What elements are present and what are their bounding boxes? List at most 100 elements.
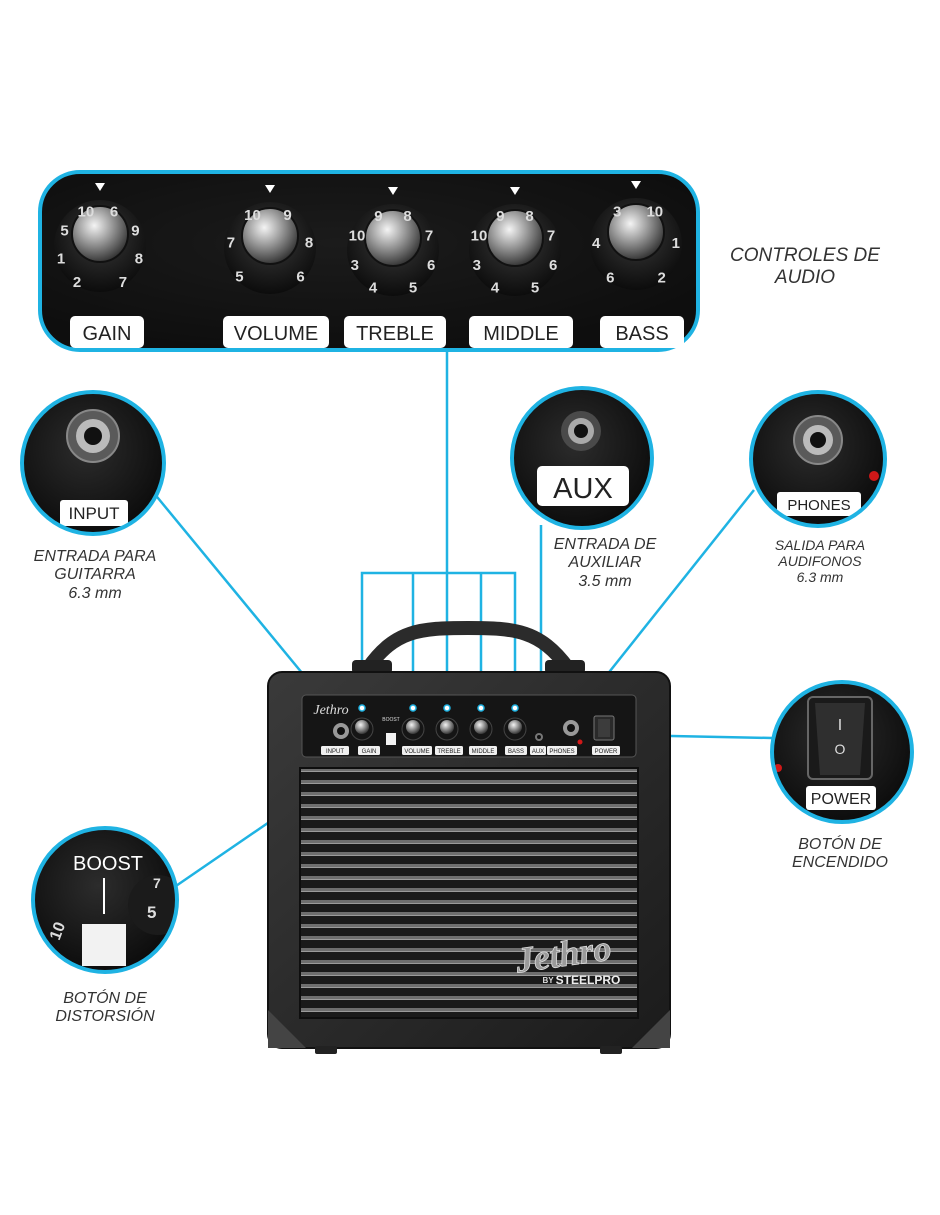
knob-number: 1 (672, 235, 680, 252)
knob-number: 9 (374, 208, 382, 225)
amp-boost-switch (386, 733, 396, 745)
amp-panel-brand: Jethro (313, 703, 348, 718)
amp-handle (361, 620, 575, 675)
panel-label-bass: BASS (600, 316, 684, 348)
knob-number: 8 (135, 250, 143, 267)
knob-number: 4 (592, 235, 601, 252)
svg-text:TREBLE: TREBLE (437, 749, 460, 755)
phones-callout: PHONES (749, 390, 887, 528)
knob-gain: 21 5 10 69 87 (54, 183, 146, 292)
power-label: POWER (811, 791, 871, 808)
power-callout: I O POWER (770, 680, 914, 824)
svg-text:7: 7 (153, 875, 161, 891)
svg-text:TREBLE: TREBLE (356, 323, 434, 345)
svg-text:GAIN: GAIN (83, 323, 132, 345)
knob-number: 2 (658, 270, 666, 287)
knob-number: 6 (296, 269, 304, 286)
svg-text:GAIN: GAIN (362, 749, 377, 755)
knob-number: 9 (283, 207, 291, 224)
knob-number: 6 (549, 257, 557, 274)
knob-number: 5 (409, 280, 417, 297)
knob-volume: 57 10 986 (224, 185, 316, 294)
knob-number: 10 (646, 204, 663, 221)
svg-text:VOLUME: VOLUME (234, 323, 318, 345)
boost-callout: BOOST 5 7 10 (31, 826, 179, 974)
panel-label-gain: GAIN (70, 316, 144, 348)
svg-text:O: O (835, 741, 846, 757)
amp-label-volume: VOLUME (402, 746, 432, 755)
amp-label-middle: MIDDLE (469, 746, 497, 755)
knob-number: 7 (425, 228, 433, 245)
caption-headphones-out: SALIDA PARA AUDIFONOS 6.3 mm (774, 537, 866, 586)
caption-aux-input: ENTRADA DE AUXILIAR 3.5 mm (553, 536, 657, 590)
knob-bass: 6 43 10 1 2 (590, 181, 682, 290)
svg-text:MIDDLE: MIDDLE (472, 749, 495, 755)
knob-number: 3 (473, 257, 481, 274)
amp-knob (435, 704, 459, 741)
knob-number: 7 (547, 228, 555, 245)
aux-callout: AUX (510, 386, 654, 530)
knob-number: 9 (131, 222, 139, 239)
connector-bracket (360, 571, 517, 708)
panel-label-treble: TREBLE (344, 316, 446, 348)
knob-number: 5 (235, 269, 243, 286)
boost-switch (82, 924, 126, 966)
knob-number: 1 (57, 250, 65, 267)
knob-number: 6 (606, 270, 614, 287)
svg-text:10: 10 (47, 920, 69, 943)
amp-grille (300, 768, 638, 1018)
amp-knob (401, 704, 425, 741)
knob-number: 8 (403, 208, 411, 225)
svg-text:MIDDLE: MIDDLE (483, 323, 559, 345)
amp-label-input: INPUT (321, 746, 349, 755)
svg-text:AUX: AUX (532, 749, 544, 755)
knob-number: 6 (110, 204, 118, 221)
svg-text:BASS: BASS (615, 323, 668, 345)
amp-label-phones: PHONES (547, 746, 577, 755)
knob-number: 10 (349, 228, 366, 245)
amp-label-gain: GAIN (358, 746, 380, 755)
svg-text:VOLUME: VOLUME (404, 749, 429, 755)
svg-text:STEELPRO: STEELPRO (556, 973, 621, 987)
amp-label-treble: TREBLE (435, 746, 463, 755)
input-label: INPUT (69, 504, 120, 523)
svg-text:INPUT: INPUT (326, 749, 344, 755)
knob-number: 10 (78, 204, 95, 221)
knob-number: 7 (227, 235, 235, 252)
amp-control-strip (301, 694, 637, 758)
svg-text:PHONES: PHONES (549, 749, 574, 755)
knob-number: 6 (427, 257, 435, 274)
panel-label-volume: VOLUME (223, 316, 329, 348)
knob-number: 9 (496, 208, 504, 225)
svg-text:BY: BY (542, 976, 554, 985)
svg-text:POWER: POWER (595, 749, 618, 755)
panel-label-middle: MIDDLE (469, 316, 573, 348)
phones-label: PHONES (787, 497, 850, 514)
amp-label-aux: AUX (530, 746, 546, 755)
caption-power-button: BOTÓN DE ENCENDIDO (791, 836, 888, 872)
knob-number: 3 (613, 204, 621, 221)
amplifier: Jethro BOOST INPUT GAIN VOLUME TREBLE MIDDLE… (267, 620, 671, 1054)
knob-number: 7 (119, 274, 127, 291)
input-callout: -5 INPUT (20, 390, 166, 536)
amp-knob (469, 704, 493, 741)
knob-number: 4 (491, 280, 500, 297)
knob-number: 10 (244, 207, 261, 224)
caption-guitar-input: ENTRADA PARA GUITARRA 6.3 mm (33, 548, 157, 602)
knob-number: 5 (60, 222, 68, 239)
knob-number: 8 (305, 235, 313, 252)
knob-number: 10 (471, 228, 488, 245)
amp-label-power: POWER (592, 746, 620, 755)
amp-label-bass: BASS (505, 746, 527, 755)
knob-number: 8 (525, 208, 533, 225)
caption-distortion-button: BOTÓN DE DISTORSIÓN (55, 990, 155, 1026)
knob-number: 2 (73, 274, 81, 291)
svg-text:BOOST: BOOST (382, 717, 400, 723)
svg-text:BASS: BASS (508, 749, 524, 755)
knob-number: 3 (351, 257, 359, 274)
knob-number: 4 (369, 280, 378, 297)
